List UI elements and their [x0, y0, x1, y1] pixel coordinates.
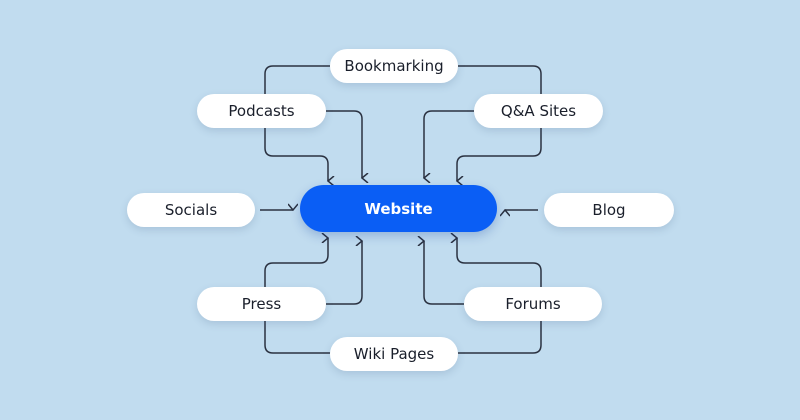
link-bookmarking-left: [264, 65, 330, 181]
podcasts-node: Podcasts: [197, 94, 326, 128]
forums-node: Forums: [464, 287, 602, 321]
link-press: [326, 241, 362, 305]
bookmarking-node: Bookmarking: [330, 49, 458, 83]
link-wiki-right: [457, 238, 542, 354]
link-forums: [424, 241, 464, 305]
link-bookmarking-right: [457, 65, 542, 181]
blog-node: Blog: [544, 193, 674, 227]
press-node: Press: [197, 287, 326, 321]
wiki-pages-node: Wiki Pages: [330, 337, 458, 371]
link-wiki-left: [264, 238, 330, 354]
link-podcasts: [326, 110, 362, 178]
link-qa: [424, 110, 474, 178]
socials-node: Socials: [127, 193, 255, 227]
qa-sites-node: Q&A Sites: [474, 94, 603, 128]
website-node: Website: [300, 185, 497, 232]
